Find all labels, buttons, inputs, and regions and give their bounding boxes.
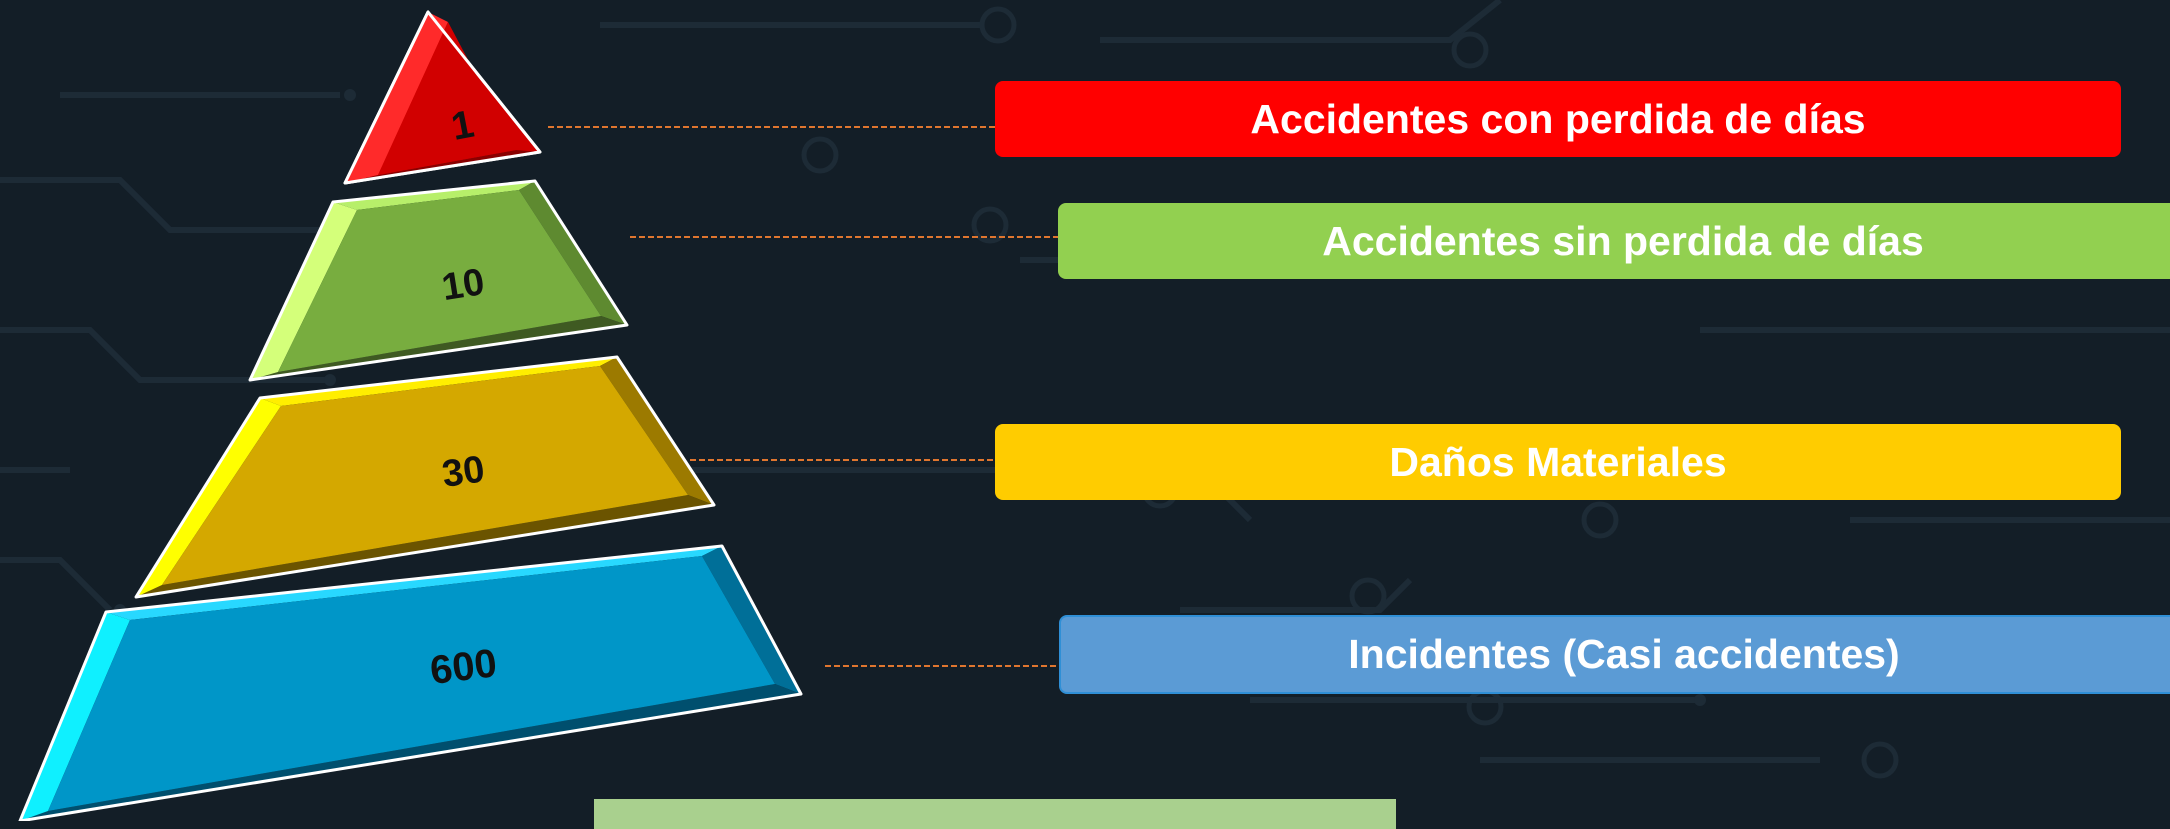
circuit-dot [324, 374, 336, 386]
tier-left-bevel [136, 398, 281, 597]
tier-left-bevel [250, 202, 357, 380]
tier-left-bevel [345, 12, 448, 183]
pyramid-tier-1: 1 [343, 10, 542, 185]
tier-top-bevel [333, 181, 535, 210]
tier-face [278, 190, 601, 372]
pyramid-tier-30: 30 [134, 355, 716, 599]
circuit-node [1466, 688, 1504, 726]
circuit-node [1861, 741, 1899, 779]
circuit-dot [1694, 694, 1706, 706]
circuit-node [971, 206, 1009, 244]
tier-face [162, 366, 688, 585]
circuit-dot [344, 89, 356, 101]
tier-face [48, 556, 775, 811]
circuit-trace [0, 177, 420, 233]
bottom-green-box [594, 799, 1396, 829]
tier-value-10: 10 [439, 261, 487, 309]
tier-left-bevel [20, 612, 130, 821]
tier-label-accidentes-sin-perdida: Accidentes sin perdida de días [1058, 203, 2170, 279]
tier-border [134, 355, 716, 599]
tier-label-accidentes-con-perdida: Accidentes con perdida de días [995, 81, 2121, 157]
tier-border [248, 179, 629, 382]
circuit-node [979, 6, 1017, 44]
tier-top-bevel [106, 546, 722, 620]
tier-right-bevel [519, 181, 627, 325]
tier-bottom-bevel [20, 684, 801, 821]
tier-right-bevel [702, 546, 801, 694]
tier-border [18, 544, 803, 821]
circuit-node [1349, 577, 1387, 615]
circuit-node [1451, 31, 1489, 69]
circuit-trace [0, 557, 113, 613]
tier-bottom-bevel [250, 316, 627, 380]
tier-right-bevel [600, 357, 714, 505]
tier-value-600: 600 [428, 641, 500, 693]
circuit-trace [1100, 0, 1502, 43]
circuit-trace [0, 327, 330, 383]
pyramid-tier-600: 600 [18, 544, 803, 821]
tier-label-incidentes: Incidentes (Casi accidentes) [1059, 615, 2170, 694]
tier-face [378, 22, 516, 175]
tier-value-30: 30 [439, 448, 487, 495]
pyramid-tier-10: 10 [248, 179, 629, 382]
connector-lines [548, 126, 1059, 667]
tier-top-bevel [260, 357, 617, 406]
tier-border [343, 10, 542, 185]
circuit-node [1581, 501, 1619, 539]
circuit-background [0, 0, 2170, 779]
pyramid: 1 10 30 600 [18, 10, 803, 821]
tier-bottom-bevel [136, 495, 714, 597]
tier-label-danos-materiales: Daños Materiales [995, 424, 2121, 500]
circuit-node [801, 136, 839, 174]
